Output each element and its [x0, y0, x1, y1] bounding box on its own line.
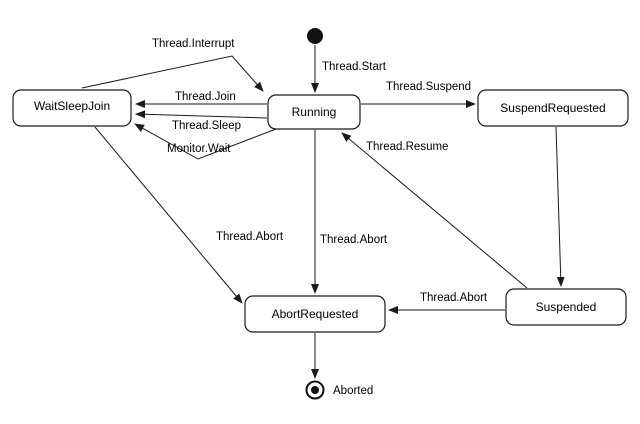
state-waitsleepjoin-box: [12, 89, 132, 127]
state-running: Running: [267, 94, 361, 130]
transition-thread-sleep-label: Thread.Sleep: [172, 120, 241, 132]
transition-thread-start-label: Thread.Start: [322, 61, 387, 73]
state-suspended-label: Suspended: [536, 300, 597, 314]
transition-thread-suspend-label: Thread.Suspend: [386, 81, 471, 93]
transition-thread-interrupt-arrow: [81, 55, 264, 92]
state-abortrequested-label: AbortRequested: [272, 307, 359, 321]
state-suspended: Suspended: [505, 288, 627, 326]
transition-thread-abort-from-waitsleepjoin-label: Thread.Abort: [216, 231, 284, 243]
transition-thread-abort-from-suspended-label: Thread.Abort: [420, 292, 488, 304]
state-waitsleepjoin-label: WaitSleepJoin: [34, 99, 110, 113]
final-state-label: Aborted: [333, 385, 373, 397]
state-abortrequested: AbortRequested: [244, 295, 386, 333]
transition-thread-abort-from-running-label: Thread.Abort: [320, 234, 388, 246]
transition-thread-sleep-arrow: [135, 110, 268, 119]
transition-thread-interrupt-label: Thread.Interrupt: [152, 38, 235, 50]
transition-thread-resume-arrow: [341, 132, 528, 289]
transition-monitor-wait-arrow: [134, 123, 277, 160]
state-abortrequested-box: [244, 295, 386, 333]
transition-monitor-wait-label: Monitor.Wait: [167, 143, 231, 155]
transition-thread-join-label: Thread.Join: [175, 91, 236, 103]
state-running-box: [267, 94, 361, 130]
state-suspended-box: [505, 288, 627, 326]
state-suspendrequested-box: [477, 89, 629, 127]
state-suspendrequested-label: SuspendRequested: [500, 101, 605, 115]
initial-state-icon: [307, 28, 323, 44]
final-state-inner-dot-icon: [311, 386, 319, 394]
transition-thread-resume-label: Thread.Resume: [366, 141, 448, 153]
transition-suspendrequested-to-suspended-arrow: [555, 126, 565, 287]
state-running-label: Running: [292, 105, 337, 119]
transition-thread-abort-from-waitsleepjoin-arrow: [94, 126, 243, 304]
state-waitsleepjoin: WaitSleepJoin: [12, 89, 132, 127]
state-suspendrequested: SuspendRequested: [477, 89, 629, 127]
